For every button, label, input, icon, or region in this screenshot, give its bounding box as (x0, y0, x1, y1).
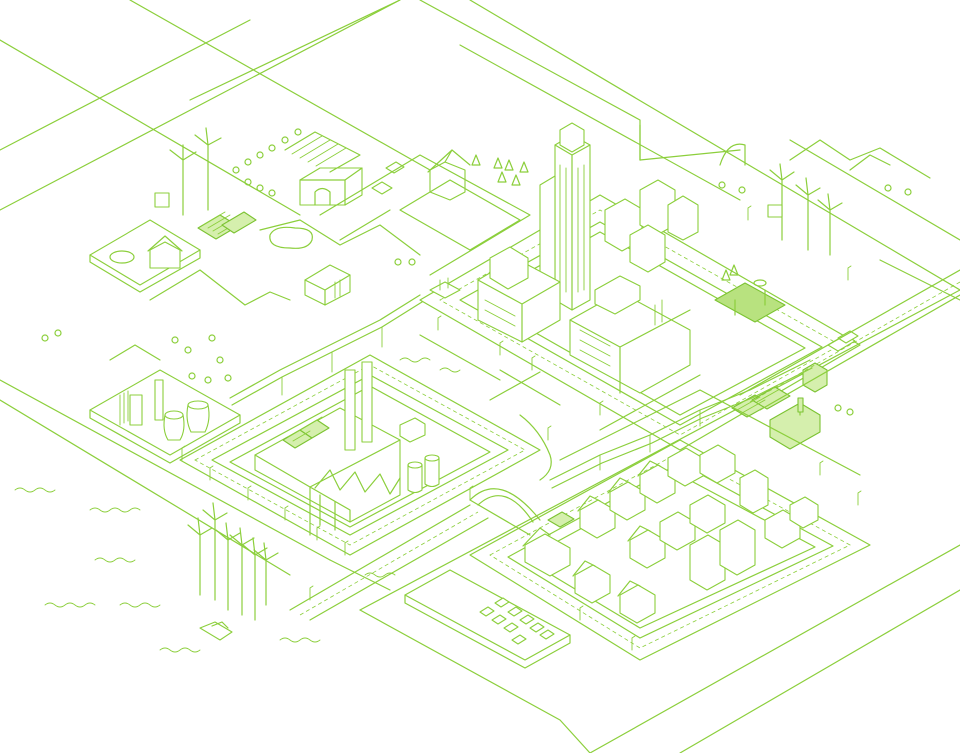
field-blocks (319, 154, 531, 276)
small-structures (371, 181, 461, 299)
park-area (714, 264, 786, 323)
wind-turbine-icon (187, 502, 279, 621)
housing-block (469, 439, 871, 661)
power-plant (89, 369, 241, 464)
pipeline (229, 294, 423, 406)
tree-icon (41, 128, 912, 416)
roads-lower (289, 504, 489, 621)
river-bridge (549, 359, 813, 489)
mine-building (304, 264, 351, 306)
barn (284, 131, 363, 206)
arch-bridge (469, 488, 541, 536)
farm-plot (89, 192, 201, 293)
sea-waves (14, 357, 461, 653)
factory-block (179, 354, 541, 556)
downtown-block (419, 122, 861, 451)
solar-panel-icon (197, 211, 257, 240)
wind-turbine-icon (169, 127, 222, 216)
wind-turbine-icon (767, 163, 843, 256)
street-lamps (181, 205, 862, 651)
tunnel-entrance (639, 124, 746, 166)
parking-lot (404, 569, 571, 669)
central-paths (419, 334, 561, 481)
mountains (109, 139, 931, 361)
cloud-bubble (269, 226, 313, 249)
green-buildings (731, 362, 828, 450)
roads-right (559, 269, 960, 476)
boat-icon (199, 621, 233, 641)
